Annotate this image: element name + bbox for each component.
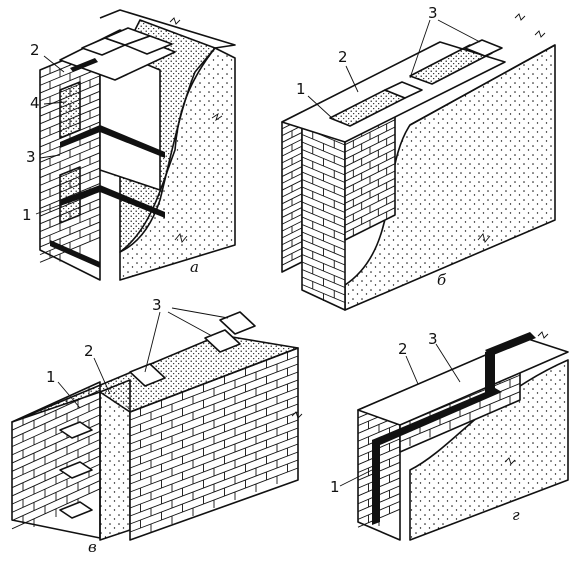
figure-a-top-tie	[70, 58, 98, 72]
figure-g-leader-2	[405, 355, 419, 385]
figure-b-leader-2	[345, 65, 359, 93]
figure-a-cavity	[59, 81, 81, 139]
figure-b-label-2: 2	[338, 48, 348, 66]
figure-v-header-1	[129, 363, 166, 387]
figure-b-leader-3a	[409, 19, 431, 79]
figure-a-leader-1	[35, 204, 61, 215]
figure-v: 3 2 1 в	[11, 296, 303, 556]
figure-v-label-3: 3	[152, 296, 162, 314]
figure-g-tie-cap	[485, 332, 536, 356]
figure-a-top-brick-3	[124, 35, 173, 55]
figure-v-caption: в	[88, 538, 97, 556]
figure-v-tooth-3	[59, 501, 93, 519]
figure-b-leader-1	[307, 95, 333, 119]
figure-v-side-break	[291, 411, 303, 419]
figure-a-cavity-lower	[59, 166, 81, 224]
figure-v-tooth-1	[59, 421, 93, 439]
figure-a-slab-top	[99, 9, 236, 49]
figure-a-leader-2	[43, 55, 65, 73]
figure-g-top	[357, 337, 569, 426]
figure-g-leader-3	[435, 343, 461, 383]
figure-b: 3 2 1 б	[281, 4, 556, 311]
figure-a-base-break	[174, 233, 188, 243]
figure-a-label-3: 3	[26, 148, 36, 166]
figure-g-side-break	[504, 457, 516, 465]
figure-v-leader-3a	[144, 311, 161, 373]
figure-a-side-break	[211, 112, 223, 122]
figure-v-leader-3c	[171, 307, 229, 319]
figure-a-label-2: 2	[30, 41, 40, 59]
figure-b-brick-cross-2	[464, 39, 503, 57]
figure-g-tie-vertical	[372, 437, 380, 525]
figure-a-top-break	[169, 17, 181, 25]
figure-g-label-2: 2	[398, 340, 408, 358]
figure-v-leader-2	[93, 357, 111, 395]
figure-g-leader-1	[339, 469, 373, 487]
figure-g-tie-riser	[485, 348, 495, 396]
figure-b-brick-lines	[281, 109, 396, 303]
figure-a-tie-row-upper	[60, 125, 165, 158]
figure-b-slab-top	[409, 44, 556, 126]
figure-g-label-1: 1	[330, 478, 340, 496]
figure-b-label-1: 1	[296, 80, 306, 98]
figure-b-leader-3b	[437, 19, 481, 43]
figure-v-header-3	[219, 311, 256, 335]
figure-a-label-1: 1	[22, 206, 32, 224]
figure-b-side-break	[477, 233, 491, 243]
figure-a-label-4: 4	[30, 94, 40, 112]
figure-v-leader-1	[57, 381, 81, 409]
figure-g-label-3: 3	[428, 330, 438, 348]
figure-v-header-2	[204, 329, 241, 353]
figure-a-base	[50, 240, 100, 268]
figure-g: 2 3 1 г	[330, 330, 569, 541]
figure-a: 2 4 3 1 а	[22, 9, 236, 281]
figure-a-tie-row-lower	[60, 185, 165, 218]
figure-b-label-3: 3	[428, 4, 438, 22]
figure-b-top-break	[514, 13, 546, 38]
figure-v-label-2: 2	[84, 342, 94, 360]
figure-g-caption: г	[512, 506, 520, 524]
figure-a-leader-3	[39, 154, 61, 159]
figure-g-top-break	[537, 331, 549, 339]
figure-v-label-1: 1	[46, 368, 56, 386]
figure-v-brick-lines	[11, 352, 299, 533]
figure-b-caption: б	[437, 271, 447, 289]
figure-b-brick-cross-1	[384, 81, 423, 99]
figure-a-leader-4	[43, 101, 67, 105]
figure-a-caption: а	[190, 258, 199, 276]
figure-g-tie-horizontal	[372, 388, 502, 445]
figure-v-tooth-2	[59, 461, 93, 479]
figure-v-leader-3b	[167, 311, 213, 337]
